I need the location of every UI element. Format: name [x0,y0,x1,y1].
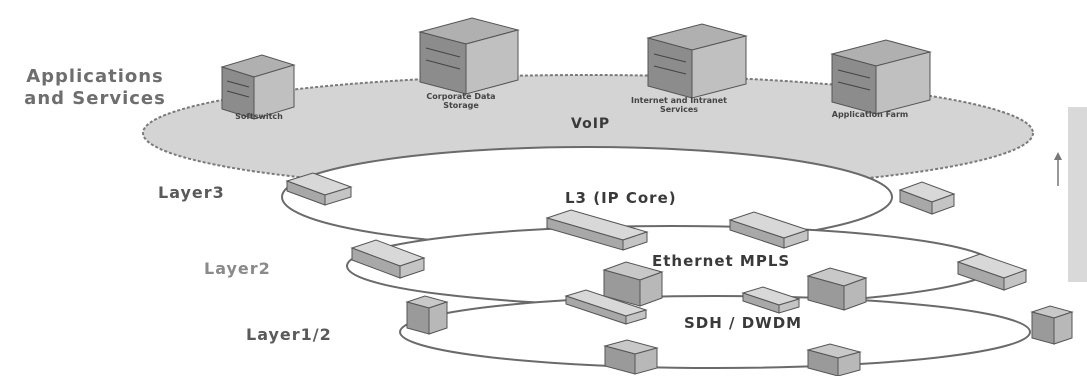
ethernet-mpls-label: Ethernet MPLS [652,252,791,270]
l3-ip-core-label: L3 (IP Core) [565,189,677,207]
applications-services-label: Applications and Services [24,66,166,109]
voip-label: VoIP [571,116,611,132]
server-label-application-farm: Application Farm [831,110,909,119]
router-l3-bottom-right [728,211,810,249]
arrow-up-icon [1054,152,1062,186]
layer1-2-ring [399,295,1031,369]
layer2-label: Layer2 [204,259,271,278]
switch-l2-right [956,253,1028,291]
sdh-dwdm-label: SDH / DWDM [684,314,803,332]
switch-l2-center-right [806,267,868,311]
node-l1-left [405,295,449,335]
node-l1-right [1030,305,1074,345]
server-softswitch [220,54,296,120]
switch-l2-left [350,239,426,279]
switch-l2-connector [741,286,801,314]
switch-l2-link [564,289,648,325]
router-l3-right [898,181,956,215]
server-label-softswitch: Softswitch [235,112,283,121]
server-internet-intranet [646,23,748,99]
server-label-internet-intranet: Internet and Intranet Services [631,96,727,114]
router-l3-bottom-left [545,209,649,251]
side-panel [1068,107,1087,282]
server-label-data-storage: Corporate Data Storage [426,92,496,110]
node-l1-bottom-left [603,339,659,375]
layer3-label: Layer3 [158,183,225,202]
server-application-farm [830,39,932,115]
switch-l2-center [602,261,664,307]
server-corporate-data-storage [418,17,520,95]
router-l3-left [285,172,353,206]
node-l1-bottom-right [806,343,862,377]
layer1-2-label: Layer1/2 [246,325,332,344]
